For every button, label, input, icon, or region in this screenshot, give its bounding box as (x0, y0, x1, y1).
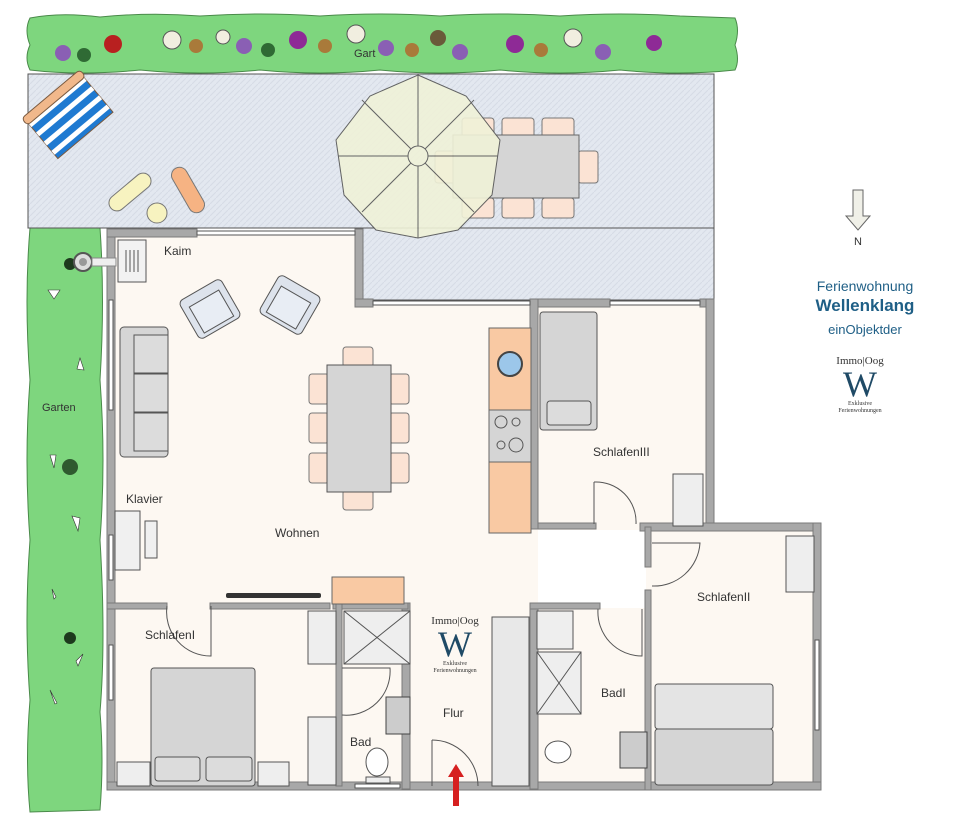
title-line3: einObjektder (828, 322, 902, 337)
logo-sub2: Ferienwohnungen (838, 408, 882, 414)
label-schlafen-2: SchlafenII (697, 590, 751, 604)
kitchen (488, 327, 532, 534)
label-klavier: Klavier (126, 492, 163, 506)
label-bad: Bad (350, 735, 372, 749)
sun-lounger (22, 70, 114, 160)
logo-flur: Immo|Oog W Exklusive Ferienwohnungen (426, 615, 484, 675)
garden-top (26, 13, 738, 74)
garden-side (26, 227, 104, 813)
dining-table (308, 346, 410, 511)
logo-right: Immo|Oog W Exklusive Ferienwohnungen (830, 355, 890, 415)
logo-brand: Immo|Oog (836, 355, 884, 367)
label-kamin: Kaim (164, 244, 192, 258)
title-line2: Wellenklang (815, 296, 915, 315)
logo-flur-sub2: Ferienwohnungen (433, 668, 477, 674)
logo-letter: W (843, 364, 877, 404)
logo-flur-brand: Immo|Oog (431, 615, 479, 627)
label-flur: Flur (443, 706, 464, 720)
title-line1: Ferienwohnung (816, 278, 914, 294)
label-garten-top: Gart (354, 48, 376, 60)
tv (226, 593, 321, 598)
north-arrow-icon (844, 189, 872, 231)
logo-flur-letter: W (438, 624, 472, 664)
label-bad-1: BadI (601, 686, 626, 700)
logo-sub1: Exklusive (848, 401, 872, 407)
label-wohnen: Wohnen (275, 526, 320, 540)
entrance-arrow-icon (448, 764, 464, 806)
fireplace (117, 239, 147, 283)
parasol (335, 74, 501, 239)
label-schlafen-3: SchlafenIII (593, 445, 650, 459)
flower-icons (55, 24, 662, 62)
sofa (119, 326, 169, 458)
logo-flur-sub1: Exklusive (443, 661, 467, 667)
label-garten-side: Garten (42, 402, 76, 414)
label-schlafen-1: SchlafenI (145, 628, 196, 642)
piano (114, 510, 141, 571)
compass-label: N (854, 236, 862, 248)
